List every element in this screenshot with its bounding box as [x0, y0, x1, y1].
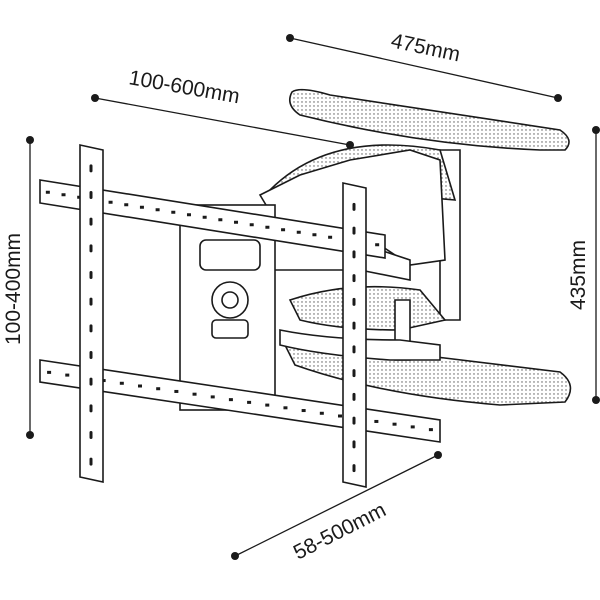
rail-hole	[139, 205, 144, 209]
vertical-rail-hole	[352, 416, 356, 425]
rail-hole	[174, 389, 179, 393]
rail-hole	[234, 220, 239, 224]
vertical-rail-holes	[89, 164, 356, 473]
vertical-rail-hole	[352, 464, 356, 473]
rail-hole	[192, 392, 197, 396]
rail-hole	[312, 233, 317, 237]
rail-hole	[296, 230, 301, 234]
vertical-rail-hole	[352, 345, 356, 354]
rail-hole	[202, 215, 207, 219]
vertical-rail-hole	[89, 377, 93, 386]
vertical-rail-hole	[89, 191, 93, 199]
vertical-rail-hole	[89, 431, 93, 439]
dimension-label-100-600: 100-600mm	[127, 66, 241, 108]
rail-hole	[108, 200, 113, 204]
center-plate	[179, 204, 276, 411]
rail-hole	[218, 218, 223, 222]
rail-hole	[171, 210, 176, 214]
rail-hole	[186, 213, 191, 217]
rail-hole	[281, 228, 286, 232]
rail-hole	[228, 398, 233, 402]
rail-hole	[249, 223, 254, 227]
vertical-rail-hole	[89, 217, 93, 226]
vertical-rail-hole	[352, 274, 356, 283]
vertical-rails	[79, 144, 367, 488]
vertical-rail-hole	[89, 297, 93, 306]
vertical-rail-hole	[89, 404, 93, 413]
dimension-435: 435mm	[567, 126, 600, 404]
horizontal-rails	[39, 179, 441, 443]
rail-hole	[265, 403, 270, 407]
vertical-rail-hole	[352, 369, 356, 378]
rail-hole	[374, 419, 379, 423]
rail-hole	[156, 387, 161, 391]
rail-hole	[338, 414, 342, 418]
vertical-rail-hole	[89, 164, 93, 173]
rail-hole	[375, 243, 380, 247]
rail-hole	[65, 373, 70, 377]
vertical-rail-hole	[352, 321, 356, 330]
rail-hole	[210, 395, 215, 399]
vertical-rail-hole	[89, 351, 93, 359]
rail-hole	[45, 190, 50, 194]
rail-hole	[319, 411, 324, 415]
dimension-label-58-500: 58-500mm	[290, 498, 390, 564]
rail-hole	[265, 225, 270, 229]
dimension-100-400: 100-400mm	[2, 136, 34, 439]
rail-hole	[301, 409, 306, 413]
vertical-rail-hole	[89, 271, 93, 279]
dimension-58-500: 58-500mm	[231, 451, 442, 564]
rail-hole	[392, 422, 397, 426]
vertical-rail-hole	[352, 250, 356, 259]
dimension-label-100-400: 100-400mm	[2, 233, 25, 345]
rail-hole	[61, 193, 66, 197]
vertical-rail-hole	[89, 457, 93, 466]
rail-hole	[138, 384, 142, 388]
rail-hole	[155, 208, 160, 212]
rail-hole	[247, 400, 252, 404]
rail-hole	[428, 428, 433, 432]
rail-hole	[119, 381, 124, 385]
rail-hole	[283, 406, 288, 410]
vertical-rail-hole	[352, 226, 356, 235]
vertical-rail-hole	[89, 324, 93, 333]
rail-hole	[328, 235, 333, 239]
vertical-rail-hole	[89, 244, 93, 253]
rail-hole	[47, 370, 52, 374]
dimension-label-435: 435mm	[567, 240, 590, 310]
vertical-rail-hole	[352, 297, 356, 306]
dimension-label-475: 475mm	[389, 29, 462, 66]
rail-hole	[124, 203, 129, 207]
vertical-rail-hole	[352, 392, 356, 401]
dimension-475: 475mm	[286, 29, 562, 102]
rail-hole	[410, 425, 415, 429]
vertical-rail-hole	[352, 440, 356, 449]
vertical-rail-hole	[352, 202, 356, 211]
